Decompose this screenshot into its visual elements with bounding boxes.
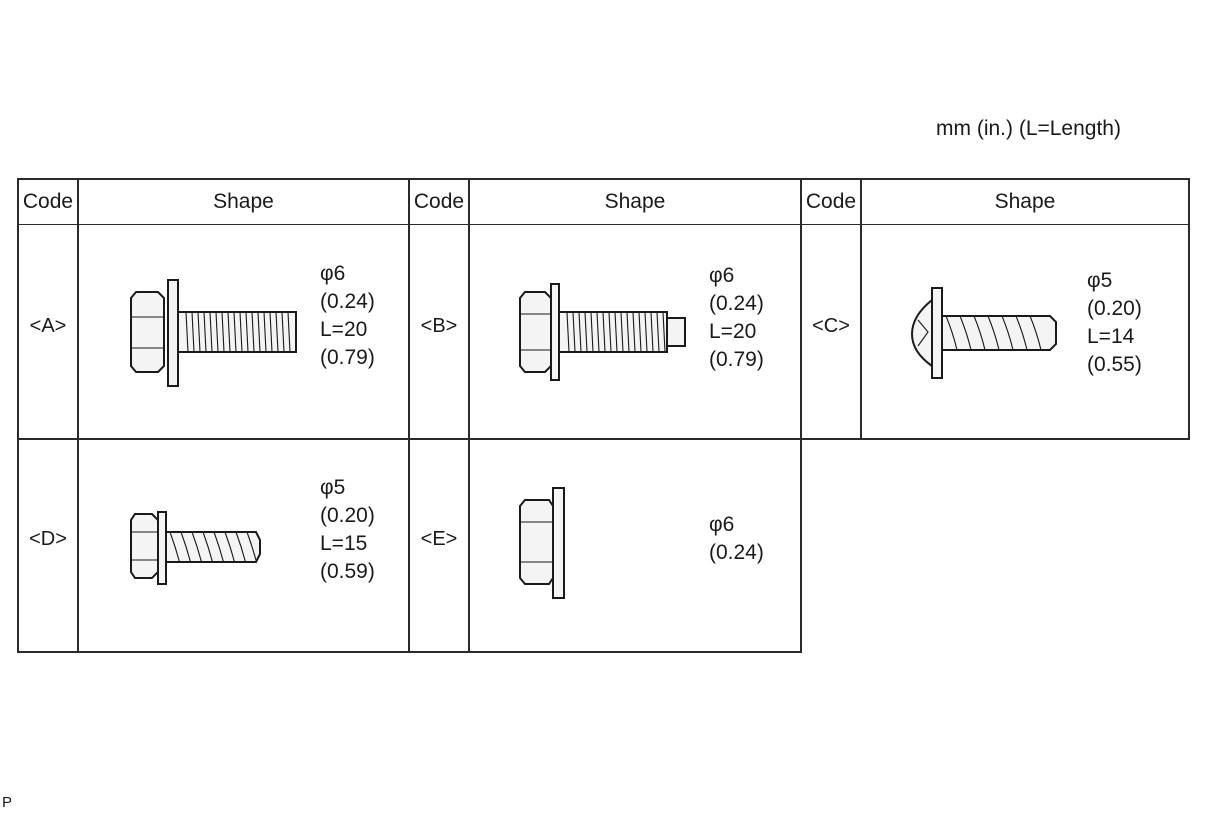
spec-diameter-in: (0.20) (320, 504, 375, 527)
spec-diameter: φ6 (709, 513, 735, 536)
spec-length: L=20 (320, 318, 368, 341)
spec-length-in: (0.79) (709, 348, 764, 371)
spec-length-in: (0.79) (320, 346, 375, 369)
header-code: Code (805, 190, 857, 213)
header-code: Code (22, 190, 74, 213)
spec-diameter-in: (0.24) (709, 541, 764, 564)
flange-bolt-icon (519, 283, 686, 381)
units-note: mm (in.) (L=Length) (936, 117, 1121, 140)
header-shape: Shape (994, 190, 1056, 213)
spec-length-in: (0.59) (320, 560, 375, 583)
spec-diameter: φ6 (320, 262, 346, 285)
header-code: Code (413, 190, 465, 213)
col-line (17, 178, 19, 653)
part-code-d: <D> (29, 528, 67, 550)
spec-diameter-in: (0.20) (1087, 297, 1142, 320)
part-spec-c: φ5 (0.20) L=14 (0.55) (1087, 267, 1142, 379)
spec-diameter: φ5 (320, 476, 346, 499)
col-line (468, 178, 470, 653)
spec-length: L=14 (1087, 325, 1135, 348)
part-spec-e: φ6 (0.24) (709, 511, 764, 567)
col-line (800, 178, 802, 653)
header-shape: Shape (604, 190, 666, 213)
part-code-c: <C> (812, 315, 850, 337)
hex-bolt-with-washer-icon (130, 279, 297, 387)
header-divider (17, 224, 1190, 225)
part-spec-d: φ5 (0.20) L=15 (0.59) (320, 474, 375, 586)
col-line (1188, 178, 1190, 440)
spec-length: L=15 (320, 532, 368, 555)
part-code-a: <A> (29, 315, 67, 337)
spec-length-in: (0.55) (1087, 353, 1142, 376)
spec-diameter-in: (0.24) (320, 290, 375, 313)
hex-tapping-screw-icon (130, 511, 261, 585)
part-code-b: <B> (420, 315, 458, 337)
spec-length: L=20 (709, 320, 757, 343)
part-code-e: <E> (420, 528, 458, 550)
footer-mark: P (2, 794, 13, 811)
spec-diameter: φ5 (1087, 269, 1113, 292)
row-divider (17, 438, 1190, 440)
pan-head-tapping-screw-icon (910, 287, 1057, 379)
col-line (77, 178, 79, 653)
col-line (860, 178, 862, 440)
flange-nut-icon (519, 487, 565, 599)
spec-diameter: φ6 (709, 264, 735, 287)
col-line (408, 178, 410, 653)
part-spec-a: φ6 (0.24) L=20 (0.79) (320, 260, 375, 372)
header-shape: Shape (213, 190, 274, 213)
part-spec-b: φ6 (0.24) L=20 (0.79) (709, 262, 764, 374)
spec-diameter-in: (0.24) (709, 292, 764, 315)
table-top-border (17, 178, 1190, 180)
